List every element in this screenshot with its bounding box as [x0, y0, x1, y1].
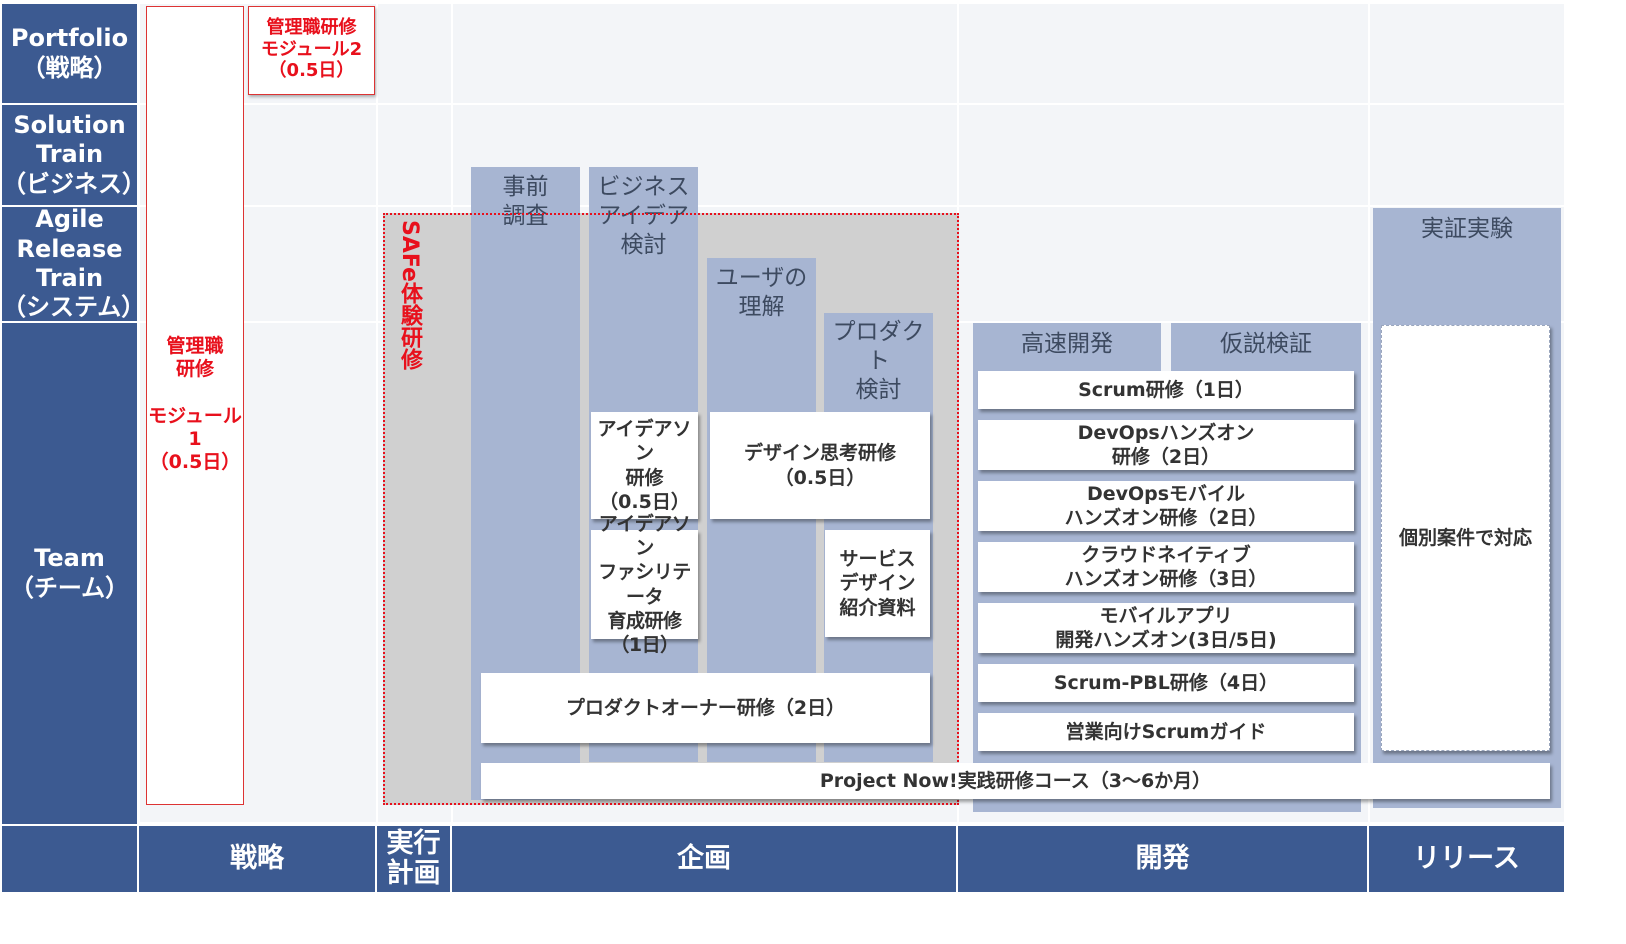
card-cloud-native: クラウドネイティブ ハンズオン研修（3日）	[978, 542, 1354, 592]
row-header-solution-train: Solution Train （ビジネス）	[2, 105, 146, 205]
card-ideathon: アイデアソン 研修 （0.5日）	[591, 412, 698, 519]
card-design-thinking: デザイン思考研修 （0.5日）	[710, 412, 930, 519]
row-header-team: Team （チーム）	[2, 323, 137, 824]
phase-release: リリース	[1369, 826, 1564, 892]
card-project-now: Project Now!実践研修コース（3～6か月）	[481, 763, 1550, 799]
card-devops-mobile: DevOpsモバイル ハンズオン研修（2日）	[978, 481, 1354, 531]
phase-execution-planning: 実行 計画	[377, 826, 450, 892]
card-product-owner: プロダクトオーナー研修（2日）	[481, 673, 930, 743]
lane-business-idea-label: ビジネス アイデア 検討	[597, 174, 690, 258]
lane-research-label: 事前 調査	[502, 174, 549, 229]
phase-strategy: 戦略	[139, 826, 375, 892]
phase-planning: 企画	[452, 826, 956, 892]
lane-hypothesis-label: 仮説検証	[1220, 331, 1312, 357]
card-service-design: サービス デザイン 紹介資料	[825, 530, 930, 637]
card-individual-case: 個別案件で対応	[1381, 325, 1550, 751]
grid-line	[1368, 4, 1370, 822]
lane-divider	[1161, 323, 1171, 373]
grid-line	[140, 103, 1564, 105]
lane-rapid-dev-label: 高速開発	[1021, 331, 1113, 357]
card-devops-handson: DevOpsハンズオン 研修（2日）	[978, 420, 1354, 470]
row-header-agile-release-train: Agile Release Train （システム）	[2, 205, 146, 322]
row-header-portfolio: Portfolio （戦略）	[2, 4, 137, 103]
management-training-module2: 管理職研修 モジュール2 （0.5日）	[248, 6, 375, 95]
safe-training-label: SAFe体験研修	[397, 220, 422, 370]
lane-user-understanding-label: ユーザの 理解	[715, 265, 808, 320]
grid-line	[376, 4, 378, 822]
card-scrum: Scrum研修（1日）	[978, 371, 1354, 409]
management-training-module1: 管理職 研修 モジュール1 （0.5日）	[146, 6, 244, 805]
card-mobile-app: モバイルアプリ 開発ハンズオン(3日/5日)	[978, 603, 1354, 653]
card-scrum-pbl: Scrum-PBL研修（4日）	[978, 664, 1354, 702]
card-facilitator: アイデアソン ファシリテータ 育成研修 （1日）	[591, 513, 698, 656]
grid-line	[140, 205, 1564, 207]
safe-area-border	[383, 213, 959, 805]
phase-corner	[2, 826, 137, 892]
phase-development: 開発	[958, 826, 1367, 892]
lane-poc-label: 実証実験	[1421, 216, 1513, 242]
lane-product-label: プロダクト 検討	[832, 319, 925, 403]
card-sales-scrum-guide: 営業向けScrumガイド	[978, 713, 1354, 751]
